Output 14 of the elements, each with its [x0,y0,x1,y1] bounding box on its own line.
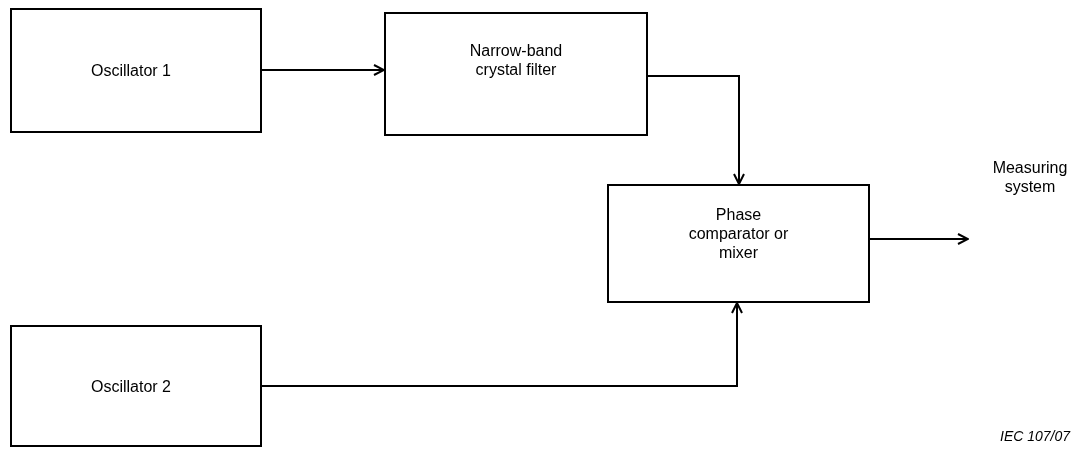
box-label: Narrow-band crystal filter [468,41,564,79]
process-box [607,184,870,303]
box-label: Oscillator 1 [91,61,171,80]
box-label: Phase comparator or mixer [687,205,790,262]
process-box [384,12,648,136]
arrow [869,233,969,245]
process-box [10,8,262,133]
arrow [647,75,745,185]
figure-number: IEC 107/07 [1000,428,1071,444]
arrow [261,64,385,76]
output-label: Measuring system [991,158,1069,196]
process-box [10,325,262,447]
arrow [261,302,743,387]
box-label: Oscillator 2 [91,376,171,396]
